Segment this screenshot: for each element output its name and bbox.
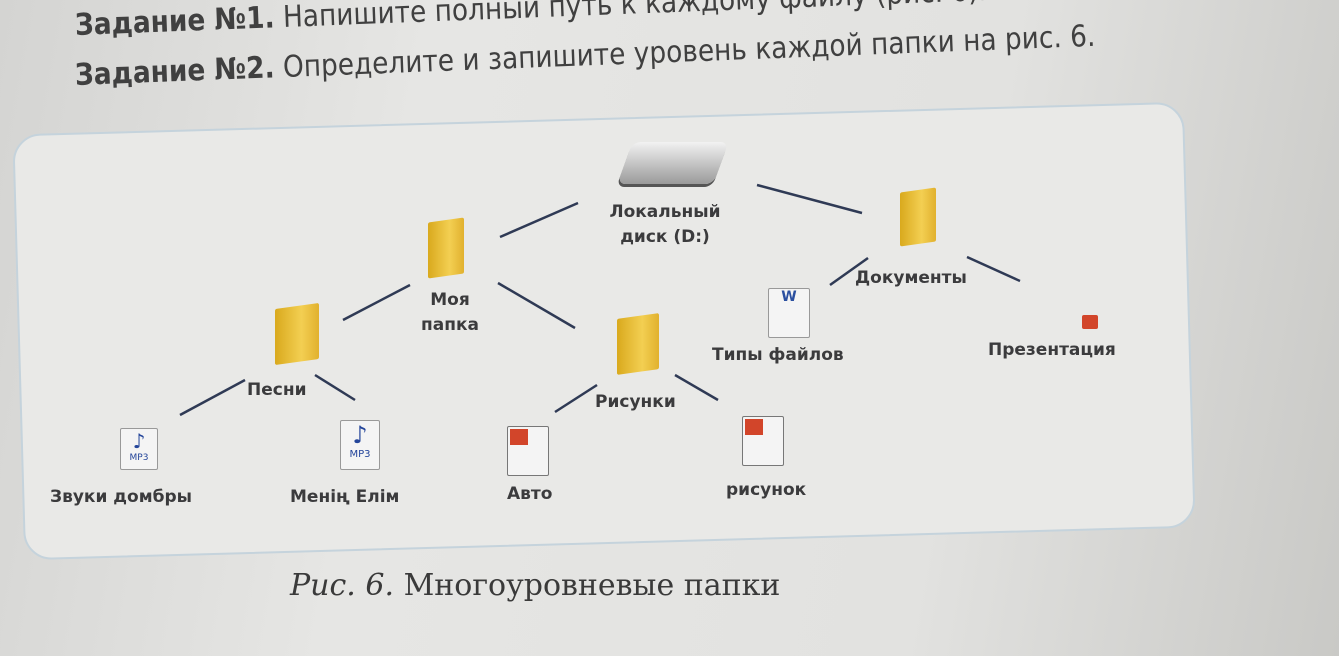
edge-songs-menin — [314, 373, 356, 402]
node-label-documents: Документы — [855, 268, 967, 288]
caption-text: Многоуровневые папки — [403, 568, 781, 603]
node-label-menin-elim: Менің Елім — [290, 487, 400, 507]
image-file-icon — [742, 416, 784, 466]
node-label-disk: Локальный диск (D:) — [609, 202, 721, 247]
image-file-icon — [507, 426, 549, 476]
presentation-icon — [1082, 315, 1098, 329]
edge-disk-myfolder — [499, 201, 579, 239]
node-label-avto: Авто — [507, 484, 553, 504]
node-label-dombra: Звуки домбры — [50, 487, 193, 507]
edge-documents-presentation — [966, 255, 1021, 283]
folder-icon — [428, 217, 464, 279]
edge-documents-filetypes — [829, 256, 869, 287]
mp3-file-icon: ♪MP3 — [340, 420, 380, 470]
word-document-icon: W — [768, 288, 810, 338]
node-label-risunok: рисунок — [726, 480, 807, 500]
caption-label: Рис. 6. — [290, 568, 395, 603]
edge-pictures-risunok — [674, 373, 719, 402]
figure-caption: Рис. 6. Многоуровневые папки — [290, 568, 780, 603]
edge-myfolder-songs — [342, 283, 411, 322]
folder-icon — [275, 302, 319, 366]
edge-songs-dombra — [179, 378, 246, 417]
disk-drive-icon — [617, 142, 729, 184]
node-label-songs: Песни — [247, 380, 307, 400]
node-label-my-folder: Моя папка — [421, 290, 479, 335]
node-label-pictures: Рисунки — [595, 392, 676, 412]
edge-disk-documents — [756, 183, 863, 215]
folder-icon — [617, 313, 659, 375]
word-badge: W — [781, 289, 797, 305]
edge-pictures-avto — [554, 383, 598, 414]
folder-icon — [900, 187, 936, 247]
mp3-badge: MP3 — [129, 453, 149, 463]
node-label-presentation: Презентация — [988, 340, 1116, 360]
edge-myfolder-pictures — [497, 281, 576, 330]
mp3-file-icon: ♪MP3 — [120, 428, 158, 470]
mp3-badge: MP3 — [349, 449, 371, 460]
node-label-file-types: Типы файлов — [712, 345, 844, 365]
